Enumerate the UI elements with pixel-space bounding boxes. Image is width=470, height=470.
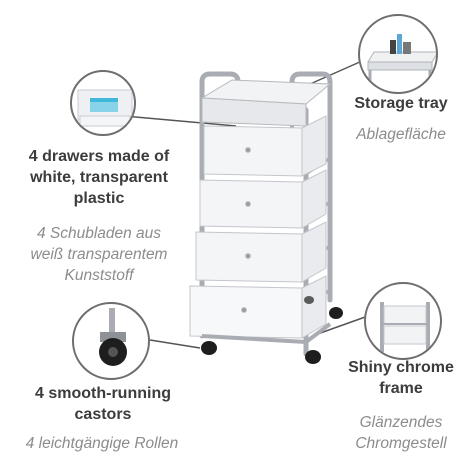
storage-tray	[200, 79, 332, 127]
leader-line-drawers	[123, 115, 237, 127]
frame-label-de: Glänzendes Chromgestell	[355, 414, 447, 452]
leader-line-castors	[149, 339, 201, 349]
castors	[201, 296, 343, 364]
drawer-closeup-icon	[77, 89, 133, 127]
castors-label-de: 4 leichtgängige Rollen	[25, 435, 179, 452]
drawers-label-de: 4 Schubladen aus weiß transparentem Kuns…	[30, 225, 168, 284]
drawers-label-en: 4 drawers made of white, transparent pla…	[28, 148, 170, 207]
detail-circle-drawer	[70, 70, 136, 136]
castor-closeup-icon	[99, 308, 127, 366]
detail-circle-castor	[72, 302, 150, 380]
frame-label-en: Shiny chrome frame	[348, 359, 454, 397]
tray-closeup-icon	[367, 34, 436, 92]
detail-circle-tray	[358, 14, 438, 94]
drawers	[189, 115, 327, 339]
tray-label-en: Storage tray	[354, 95, 448, 112]
castors-label-en: 4 smooth-running castors	[35, 385, 171, 423]
tray-label-de: Ablagefläche	[356, 126, 446, 143]
frame-closeup-icon	[380, 302, 430, 352]
detail-circle-frame	[364, 282, 442, 360]
